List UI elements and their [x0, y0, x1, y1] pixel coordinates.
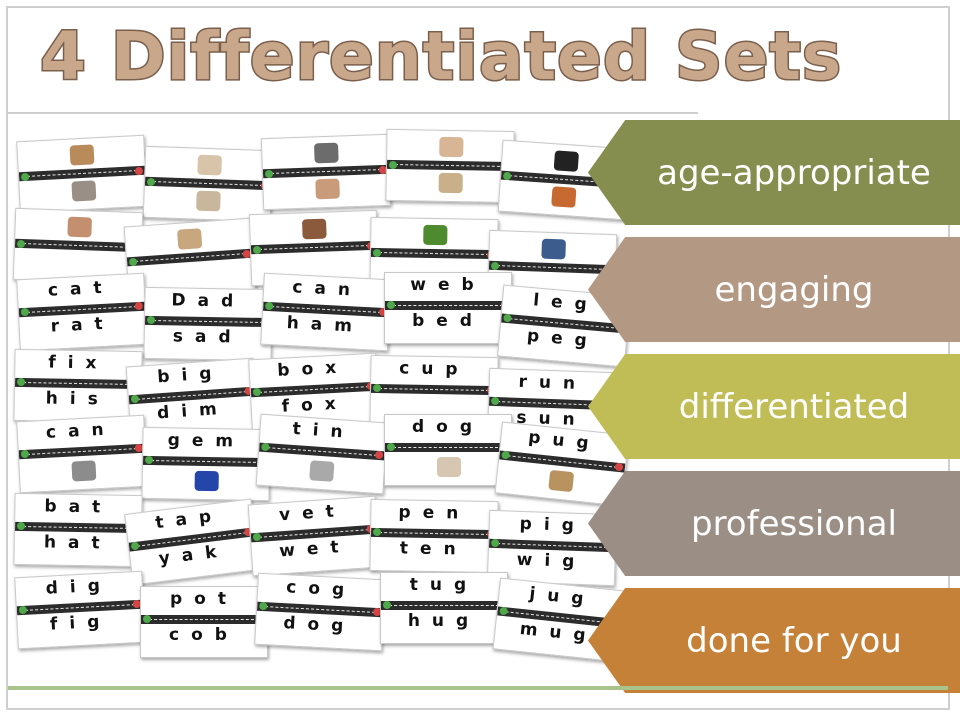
word-bottom: sad — [172, 326, 243, 348]
tin-picture-icon — [309, 460, 335, 482]
word-card: pen ten — [369, 498, 499, 574]
word-top: pot — [170, 589, 238, 609]
word-top: cog — [285, 577, 357, 601]
word-bottom: bed — [412, 311, 484, 331]
word-top: box — [276, 357, 349, 381]
word-top: dog — [411, 417, 485, 437]
word-bottom: cob — [169, 625, 239, 645]
can-picture-icon — [71, 460, 97, 482]
word-top: cup — [399, 358, 470, 380]
word-top: cat — [47, 277, 115, 301]
banner-engaging: engaging — [588, 237, 960, 342]
word-top: Dad — [171, 290, 246, 312]
pea-picture-icon — [423, 224, 448, 246]
word-top: big — [156, 362, 225, 388]
word-bottom: hat — [43, 532, 112, 554]
leg-picture-icon — [439, 136, 464, 158]
cat-picture-icon — [69, 144, 95, 166]
title-divider — [8, 112, 698, 114]
pug-picture-icon — [548, 469, 575, 493]
word-card: dig fig — [14, 570, 146, 650]
word-top: tin — [291, 418, 356, 444]
word-card: can — [16, 414, 148, 494]
peg-picture-icon — [438, 172, 463, 194]
word-bottom: his — [45, 388, 110, 410]
hen-picture-icon — [551, 186, 577, 208]
banner-label: done for you — [686, 620, 902, 661]
word-card: bat hat — [13, 492, 143, 568]
word-card: cog dog — [254, 572, 386, 652]
word-top: run — [518, 371, 588, 395]
word-card: tap yak — [124, 498, 260, 586]
picture-card — [142, 145, 274, 223]
word-card: tug hug — [380, 572, 508, 644]
bat-picture-icon — [197, 154, 223, 176]
people-picture-icon — [553, 150, 579, 172]
dog-picture-icon — [437, 457, 461, 477]
word-top: can — [45, 419, 117, 443]
face-picture-icon — [301, 218, 327, 240]
girl-picture-icon — [67, 216, 93, 238]
fan-picture-icon — [313, 142, 339, 164]
slide-title: 4 Differentiated Sets — [38, 17, 843, 97]
picture-card — [385, 128, 515, 204]
picture-card — [260, 133, 392, 211]
word-card: vet wet — [247, 495, 381, 577]
word-bottom: ten — [399, 538, 468, 560]
bottom-divider — [8, 686, 948, 690]
word-top: pen — [398, 502, 471, 524]
man-picture-icon — [315, 178, 340, 200]
word-bottom: wig — [516, 549, 587, 573]
word-card: tin — [255, 413, 389, 495]
banner-done-for-you: done for you — [588, 588, 960, 693]
word-card: dog — [384, 414, 512, 486]
gem-picture-icon — [194, 470, 219, 492]
banner-label: age-appropriate — [657, 152, 931, 193]
banner-professional: professional — [588, 471, 960, 576]
word-top: gem — [167, 430, 246, 452]
word-top: web — [410, 275, 486, 295]
word-bottom: hug — [407, 611, 481, 631]
banner-label: differentiated — [678, 386, 910, 427]
picture-card — [16, 134, 148, 214]
word-card: fix his — [13, 348, 143, 424]
word-top: can — [291, 277, 363, 301]
word-top: tug — [409, 575, 479, 595]
dad-picture-icon — [177, 228, 203, 250]
word-top: vet — [278, 500, 347, 526]
hat-picture-icon — [196, 190, 221, 212]
word-top: fix — [48, 352, 109, 374]
word-card: cat rat — [16, 272, 148, 352]
rat-picture-icon — [71, 180, 97, 202]
word-top: bat — [44, 496, 113, 518]
word-card: web bed — [384, 272, 512, 344]
bus-picture-icon — [541, 238, 567, 260]
banner-label: professional — [690, 503, 897, 544]
banner-label: engaging — [714, 269, 874, 310]
word-card: pot cob — [140, 586, 268, 658]
word-card: gem — [141, 426, 271, 502]
word-card: Dad sad — [143, 286, 273, 362]
banner-age-appropriate: age-appropriate — [588, 120, 960, 225]
banner-differentiated: differentiated — [588, 354, 960, 459]
word-card: can ham — [260, 272, 392, 352]
word-top: dig — [45, 575, 113, 599]
